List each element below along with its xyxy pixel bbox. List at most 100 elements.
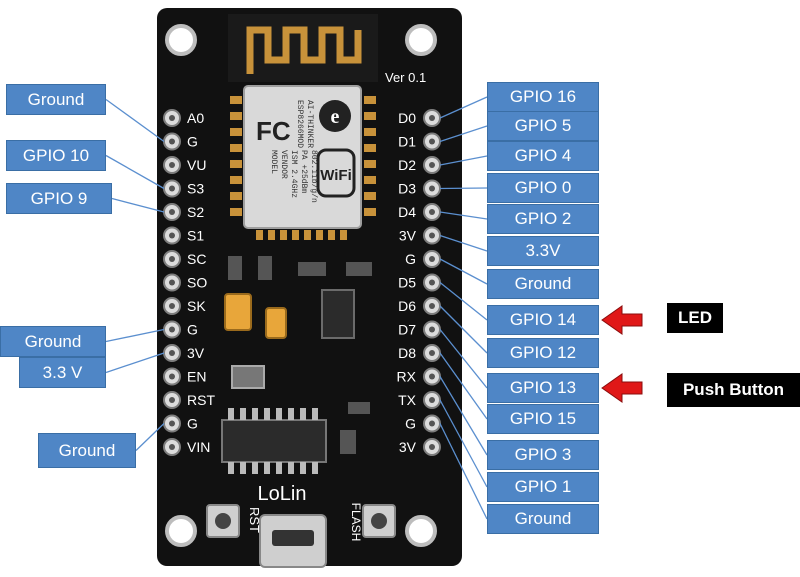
smd-component bbox=[228, 256, 242, 280]
left-pin-name: S1 bbox=[187, 228, 204, 244]
module-spec-line: AI-THINKER bbox=[305, 100, 314, 148]
left-pin-name: G bbox=[187, 322, 198, 338]
leader-line bbox=[439, 376, 488, 456]
leader-line bbox=[105, 98, 165, 143]
module-pad bbox=[230, 144, 242, 152]
leader-line bbox=[439, 399, 488, 488]
left-pin-name: SC bbox=[187, 251, 206, 267]
module-pad bbox=[364, 128, 376, 136]
left-pin-function-label: GPIO 10 bbox=[6, 140, 106, 171]
right-pin-name: D2 bbox=[398, 157, 416, 173]
usb-serial-chip-pins bbox=[228, 408, 318, 474]
right-pin-name: G bbox=[405, 251, 416, 267]
module-pad bbox=[268, 230, 275, 240]
right-pin-name: D6 bbox=[398, 298, 416, 314]
module-pad bbox=[364, 144, 376, 152]
right-pin-function-label: GPIO 15 bbox=[487, 404, 599, 434]
module-spec-line: MODEL bbox=[269, 150, 278, 174]
smd-component bbox=[348, 402, 370, 414]
leader-line bbox=[135, 423, 165, 451]
right-pin-function-label: GPIO 13 bbox=[487, 373, 599, 403]
smd-component bbox=[298, 262, 326, 276]
callout-arrows bbox=[601, 305, 643, 403]
module-spec-line: PA +25dBm bbox=[299, 150, 308, 193]
leader-line bbox=[439, 125, 488, 143]
module-pad bbox=[230, 192, 242, 200]
leader-line bbox=[439, 305, 488, 354]
module-pad bbox=[364, 176, 376, 184]
leader-line bbox=[439, 258, 488, 285]
right-pin-name: D1 bbox=[398, 134, 416, 150]
right-pin-function-label: GPIO 14 bbox=[487, 305, 599, 335]
leader-line bbox=[439, 281, 488, 321]
module-pad bbox=[230, 160, 242, 168]
right-pin-function-label: GPIO 2 bbox=[487, 204, 599, 234]
left-pin-function-label: Ground bbox=[6, 84, 106, 115]
module-pad bbox=[230, 128, 242, 136]
antenna-trace bbox=[246, 26, 362, 74]
module-spec-line: 802.11b/g/n bbox=[309, 150, 318, 203]
right-pin-function-label: GPIO 16 bbox=[487, 82, 599, 112]
module-pad bbox=[364, 160, 376, 168]
rst-button-label: RST bbox=[247, 507, 262, 533]
smd-component bbox=[340, 430, 356, 454]
leader-line bbox=[439, 352, 488, 420]
micro-usb-opening bbox=[272, 530, 314, 546]
left-pin-name: S2 bbox=[187, 204, 204, 220]
right-pin-name: G bbox=[405, 416, 416, 432]
leader-line bbox=[439, 211, 488, 220]
left-pin-function-label: 3.3 V bbox=[19, 357, 106, 388]
module-pad bbox=[364, 192, 376, 200]
module-pads bbox=[230, 96, 376, 240]
left-pin-name: G bbox=[187, 416, 198, 432]
module-pad bbox=[340, 230, 347, 240]
right-pin-name: D4 bbox=[398, 204, 416, 220]
module-spec-line: ISM 2.4GHz bbox=[289, 150, 298, 198]
mounting-hole bbox=[405, 515, 437, 547]
left-pin-function-label: Ground bbox=[38, 433, 136, 468]
callout-arrow bbox=[601, 305, 643, 335]
leader-line bbox=[105, 154, 165, 190]
capacitor-tantalum bbox=[224, 293, 252, 331]
rst-button-cap bbox=[215, 513, 231, 529]
fc-mark: FC bbox=[256, 116, 291, 146]
left-pin-name: A0 bbox=[187, 110, 204, 126]
right-pin-function-label: GPIO 0 bbox=[487, 173, 599, 203]
brand-silkscreen: LoLin bbox=[258, 483, 307, 505]
right-pin-header bbox=[423, 109, 441, 456]
flash-button-cap bbox=[371, 513, 387, 529]
right-pin-function-label: GPIO 5 bbox=[487, 111, 599, 141]
right-pin-function-label: GPIO 12 bbox=[487, 338, 599, 368]
mounting-hole bbox=[165, 515, 197, 547]
module-pad bbox=[280, 230, 287, 240]
leader-line bbox=[439, 234, 488, 252]
smd-component bbox=[346, 262, 372, 276]
left-pin-name: EN bbox=[187, 369, 206, 385]
module-pad bbox=[316, 230, 323, 240]
right-pin-name: D7 bbox=[398, 322, 416, 338]
right-pin-name: RX bbox=[397, 369, 417, 385]
right-pin-function-label: GPIO 1 bbox=[487, 472, 599, 502]
callout-arrow bbox=[601, 373, 643, 403]
left-pin-name: SO bbox=[187, 275, 207, 291]
usb-serial-chip bbox=[221, 419, 327, 463]
right-pin-function-label: Ground bbox=[487, 504, 599, 534]
mounting-hole bbox=[165, 24, 197, 56]
module-pad bbox=[230, 112, 242, 120]
leader-line bbox=[439, 423, 488, 520]
left-pin-name: S3 bbox=[187, 181, 204, 197]
module-pad bbox=[328, 230, 335, 240]
left-pin-name: RST bbox=[187, 392, 215, 408]
left-pin-function-label: Ground bbox=[0, 326, 106, 357]
right-pin-function-label: 3.3V bbox=[487, 236, 599, 266]
right-pin-name: D5 bbox=[398, 275, 416, 291]
leader-line bbox=[439, 329, 488, 389]
left-pin-name: SK bbox=[187, 298, 206, 314]
right-pin-name: 3V bbox=[399, 439, 417, 455]
flash-button-label: FLASH bbox=[349, 503, 363, 542]
module-pad bbox=[364, 112, 376, 120]
